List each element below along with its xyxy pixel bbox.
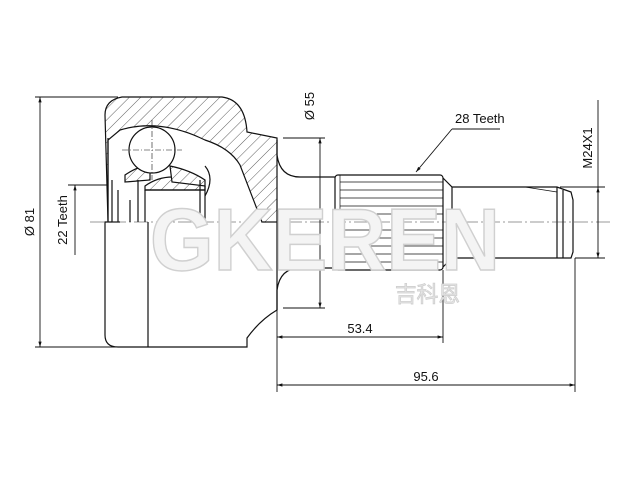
seal-diameter-label: Ø 55	[302, 92, 317, 120]
watermark: GKEREN 吉科恩	[149, 189, 501, 308]
joint-outline	[104, 96, 574, 348]
watermark-latin: GKEREN	[150, 190, 500, 289]
outer-diameter-label: Ø 81	[22, 208, 37, 236]
watermark-chinese: 吉科恩	[395, 283, 460, 308]
dimension-lines	[35, 96, 605, 392]
spline-length-label: 53.4	[347, 321, 372, 336]
outer-teeth-label: 28 Teeth	[455, 111, 505, 126]
shaft-length-label: 95.6	[413, 369, 438, 384]
inner-teeth-label: 22 Teeth	[55, 195, 70, 245]
thread-label: M24X1	[580, 127, 595, 168]
